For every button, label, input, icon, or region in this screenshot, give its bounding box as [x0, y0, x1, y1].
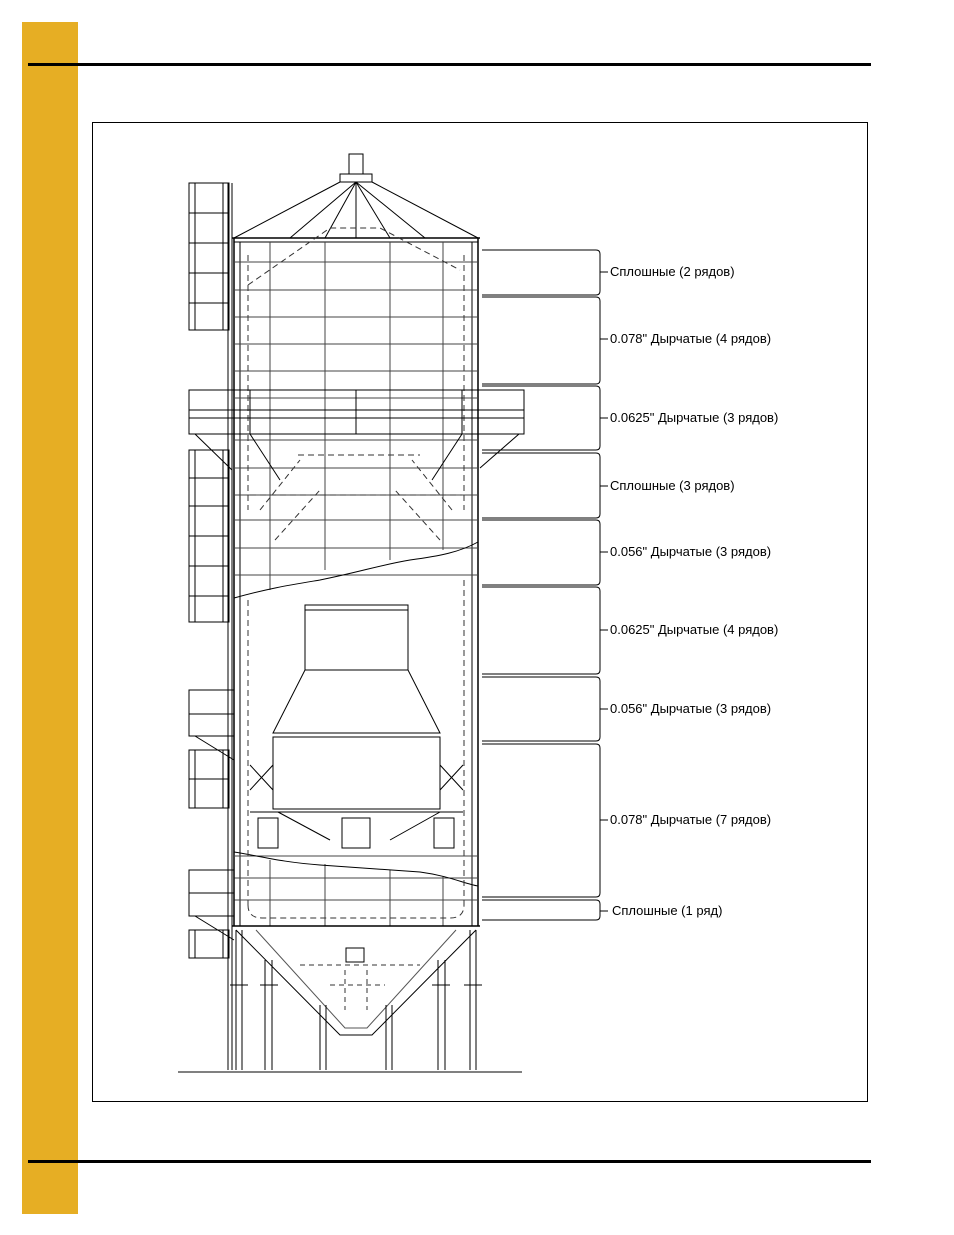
bin-wall — [234, 228, 478, 926]
ring-label-9: Сплошные (1 ряд) — [612, 904, 722, 918]
ring-label-5: 0.056" Дырчатые (3 рядов) — [610, 545, 771, 559]
ring-brackets — [482, 250, 608, 920]
ladder — [189, 183, 234, 1070]
ring-label-6: 0.0625" Дырчатые (4 рядов) — [610, 623, 778, 637]
ring-label-1: Сплошные (2 рядов) — [610, 265, 735, 279]
ring-label-2: 0.078" Дырчатые (4 рядов) — [610, 332, 771, 346]
roof — [232, 154, 480, 242]
hopper-cone — [178, 926, 522, 1072]
platform — [189, 390, 524, 480]
ring-label-8: 0.078" Дырчатые (7 рядов) — [610, 813, 771, 827]
ring-label-4: Сплошные (3 рядов) — [610, 479, 735, 493]
ring-label-3: 0.0625" Дырчатые (3 рядов) — [610, 411, 778, 425]
inner-cone — [250, 605, 463, 848]
ring-label-7: 0.056" Дырчатые (3 рядов) — [610, 702, 771, 716]
